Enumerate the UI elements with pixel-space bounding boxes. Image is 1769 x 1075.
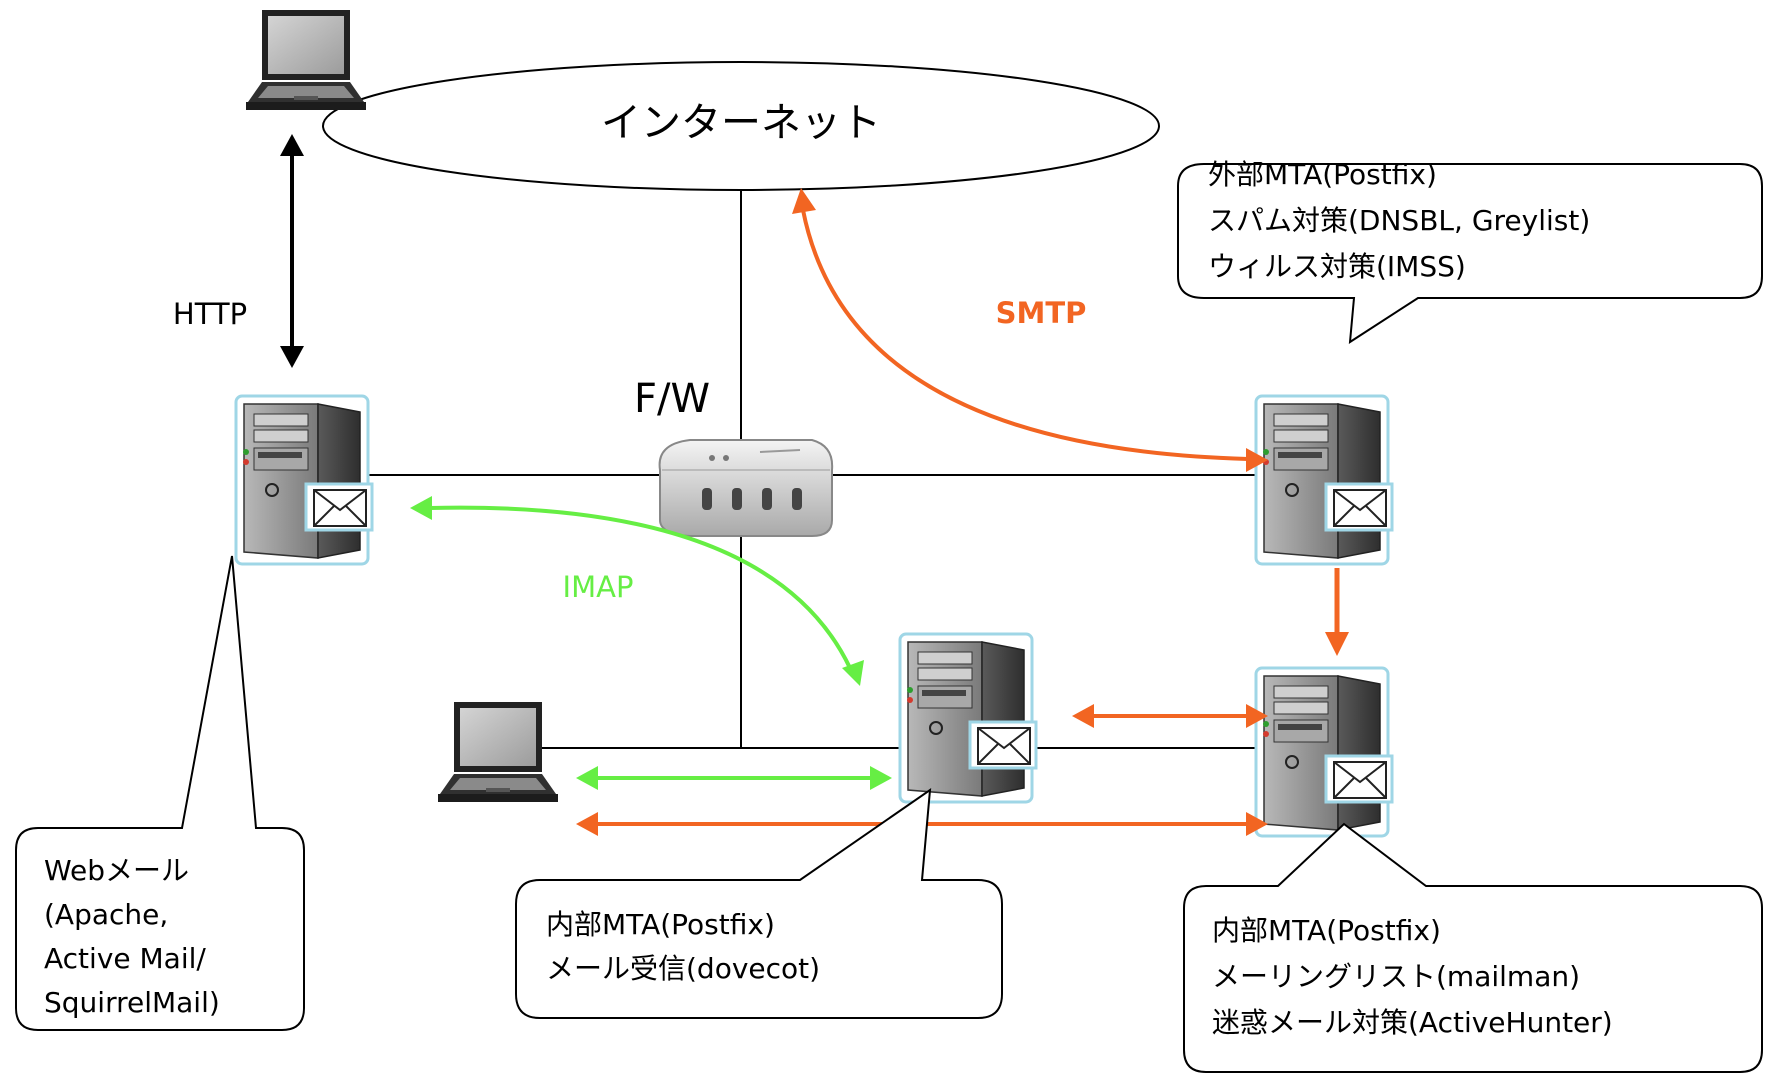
callout-external-mta: 外部MTA(Postfix) スパム対策(DNSBL, Greylist) ウィ… (1177, 158, 1763, 344)
smtp-label: SMTP (996, 296, 1087, 330)
callout-internal-mta-mailbox-line-2: メール受信(dovecot) (546, 952, 820, 985)
internet-cloud: インターネット (322, 61, 1160, 191)
laptop-external-icon (246, 10, 366, 110)
internet-label: インターネット (601, 100, 881, 146)
callout-internal-mta-list-line-2: メーリングリスト(mailman) (1212, 960, 1580, 993)
webmail-server-icon (234, 394, 374, 566)
callout-external-mta-line-1: 外部MTA(Postfix) (1208, 158, 1437, 191)
internal-mta-mailbox-server-icon (898, 632, 1038, 804)
imap-arrows: IMAP (410, 496, 892, 790)
callout-internal-mta-mailbox-line-1: 内部MTA(Postfix) (546, 908, 775, 941)
http-label: HTTP (173, 297, 247, 331)
callout-webmail-line-3: Active Mail/ (44, 942, 206, 975)
svg-text:外部MTA(Postfix) スパム対策(DNS: 外部MTA(Postfix) スパム対策(DNSBL, Greylist) ウィ… (1208, 158, 1599, 283)
svg-text:内部MTA(Postfix) メール受信(dov: 内部MTA(Postfix) メール受信(dovecot) (546, 908, 820, 985)
internal-mta-list-server-icon (1254, 666, 1394, 838)
callout-external-mta-line-2: スパム対策(DNSBL, Greylist) (1208, 204, 1590, 237)
callout-webmail-line-4: SquirrelMail) (44, 986, 220, 1019)
firewall: F/W (634, 376, 834, 537)
external-mta-server-icon (1254, 394, 1394, 566)
laptop-internal-icon (438, 702, 558, 802)
callout-external-mta-line-3: ウィルス対策(IMSS) (1208, 250, 1466, 283)
callout-webmail: Webメール (Apache, Active Mail/ SquirrelMai… (15, 555, 305, 1031)
callout-internal-mta-list-line-1: 内部MTA(Postfix) (1212, 914, 1441, 947)
firewall-label: F/W (634, 376, 710, 422)
imap-label: IMAP (563, 570, 634, 604)
callout-internal-mta-list-line-3: 迷惑メール対策(ActiveHunter) (1212, 1006, 1613, 1039)
svg-text:Webメール (Apache, Ac: Webメール (Apache, Active Mail/ SquirrelMai… (44, 854, 220, 1019)
callout-internal-mta-list: 内部MTA(Postfix) メーリングリスト(mailman) 迷惑メール対策… (1183, 822, 1763, 1073)
smtp-arrows: SMTP (576, 188, 1349, 836)
callout-webmail-line-2: (Apache, (44, 898, 168, 931)
http-arrow: HTTP (173, 134, 304, 368)
callout-internal-mta-mailbox: 内部MTA(Postfix) メール受信(dovecot) (515, 787, 1003, 1019)
callout-webmail-line-1: Webメール (44, 854, 189, 887)
svg-text:内部MTA(Postfix) メーリングリスト(: 内部MTA(Postfix) メーリングリスト(mailman) 迷惑メール対策… (1212, 914, 1613, 1039)
